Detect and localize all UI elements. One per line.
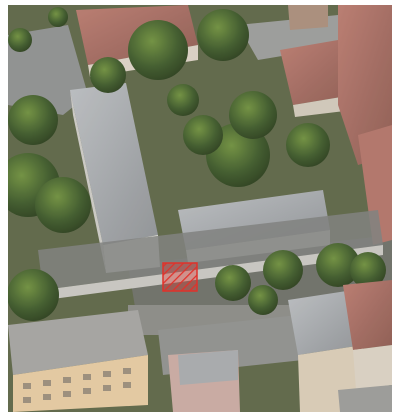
school-building-low bbox=[38, 210, 383, 290]
hatched-rectangle-icon[interactable] bbox=[162, 262, 198, 292]
building-right-red bbox=[338, 5, 392, 165]
apartment-block-right bbox=[288, 290, 363, 355]
highlight-marker[interactable] bbox=[162, 262, 198, 292]
tree-cluster bbox=[8, 7, 386, 321]
aerial-photo-frame bbox=[8, 5, 392, 412]
building-top-right bbox=[280, 40, 353, 105]
apartment-block-left bbox=[8, 310, 148, 375]
aerial-photo bbox=[8, 5, 392, 412]
school-building-wing bbox=[70, 83, 158, 245]
